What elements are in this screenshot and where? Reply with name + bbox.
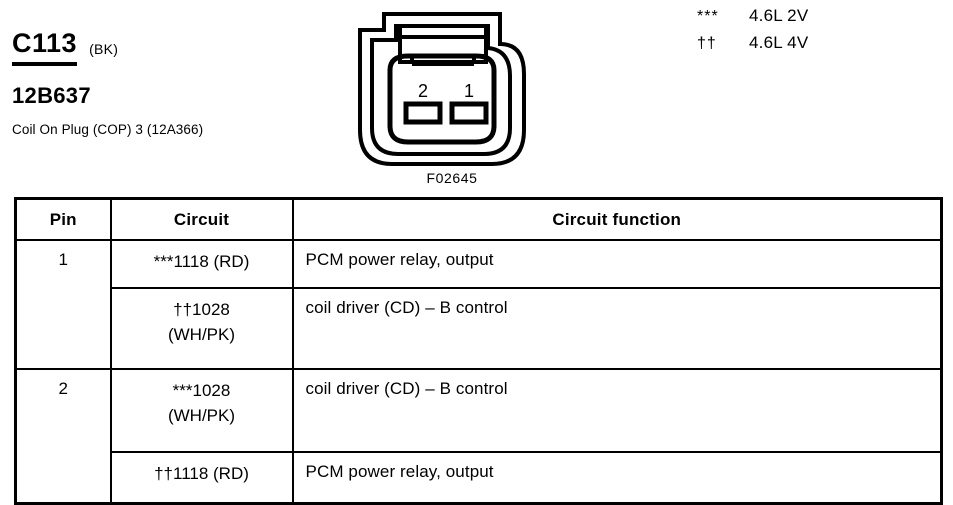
part-number: 12B637 — [12, 83, 91, 108]
legend-marker-dagger: †† — [697, 35, 717, 52]
circuit-cell: ***1118 (RD) — [109, 239, 294, 289]
connector-latch-tab — [398, 24, 488, 66]
connector-id-block: C113 (BK) 12B637 Coil On Plug (COP) 3 (1… — [12, 30, 312, 137]
pin-number-2: 2 — [14, 368, 112, 505]
connector-illustration: 2 1 — [352, 4, 552, 194]
pin-cavity-2 — [403, 101, 443, 125]
circuit-line: ††1028 — [173, 300, 230, 319]
connector-figure-code: F02645 — [426, 170, 478, 186]
connector-reference-page: C113 (BK) 12B637 Coil On Plug (COP) 3 (1… — [12, 4, 943, 505]
circuit-line: ***1118 (RD) — [153, 252, 250, 271]
connector-outer-shell — [358, 12, 526, 166]
pin-number-1: 1 — [14, 239, 112, 370]
connector-drawing-svg: 2 1 — [358, 12, 526, 166]
legend-label: 4.6L 4V — [749, 33, 809, 52]
column-header-pin: Pin — [14, 197, 112, 241]
circuit-function-cell: PCM power relay, output — [291, 239, 943, 289]
circuit-line: (WH/PK) — [167, 324, 236, 344]
table-row: 1 ***1118 (RD) PCM power relay, output — [14, 239, 943, 370]
table-row: 2 ***1028 (WH/PK) coil driver (CD) – B c… — [14, 368, 943, 505]
circuit-cell: ††1118 (RD) — [109, 451, 294, 505]
footnote-legend: *** 4.6L 2V †† 4.6L 4V — [697, 6, 808, 60]
table-row: ††1028 (WH/PK) coil driver (CD) – B cont… — [16, 287, 943, 370]
legend-marker-asterisk: *** — [697, 8, 719, 25]
circuit-function-cell: PCM power relay, output — [291, 451, 943, 505]
column-header-circuit-function: Circuit function — [291, 197, 943, 241]
table-row: ††1118 (RD) PCM power relay, output — [16, 451, 943, 505]
circuit-cell: ***1028 (WH/PK) — [109, 368, 294, 453]
cavity-label-2: 2 — [418, 81, 428, 101]
connector-middle-contour — [370, 24, 512, 156]
legend-item: *** 4.6L 2V — [697, 6, 808, 26]
legend-label: 4.6L 2V — [749, 6, 809, 25]
connector-description: Coil On Plug (COP) 3 (12A366) — [12, 122, 204, 137]
pin-function-table: Pin Circuit Circuit function 1 ***1118 (… — [14, 197, 943, 505]
circuit-cell: ††1028 (WH/PK) — [109, 287, 294, 370]
cavity-label-1: 1 — [464, 81, 474, 101]
legend-item: †† 4.6L 4V — [697, 33, 808, 53]
connector-color-code: (BK) — [89, 41, 119, 57]
circuit-line: ††1118 (RD) — [154, 464, 249, 483]
connector-id-row: C113 (BK) — [12, 30, 312, 66]
circuit-function-cell: coil driver (CD) – B control — [291, 368, 943, 453]
connector-inner-face — [387, 53, 497, 145]
column-header-circuit: Circuit — [109, 197, 294, 241]
circuit-line: (WH/PK) — [167, 405, 236, 425]
pin-cavity-1 — [449, 101, 489, 125]
circuit-function-cell: coil driver (CD) – B control — [291, 287, 943, 370]
circuit-line: ***1028 — [172, 381, 231, 400]
table-header-row: Pin Circuit Circuit function — [14, 197, 943, 241]
connector-id: C113 — [12, 30, 78, 66]
